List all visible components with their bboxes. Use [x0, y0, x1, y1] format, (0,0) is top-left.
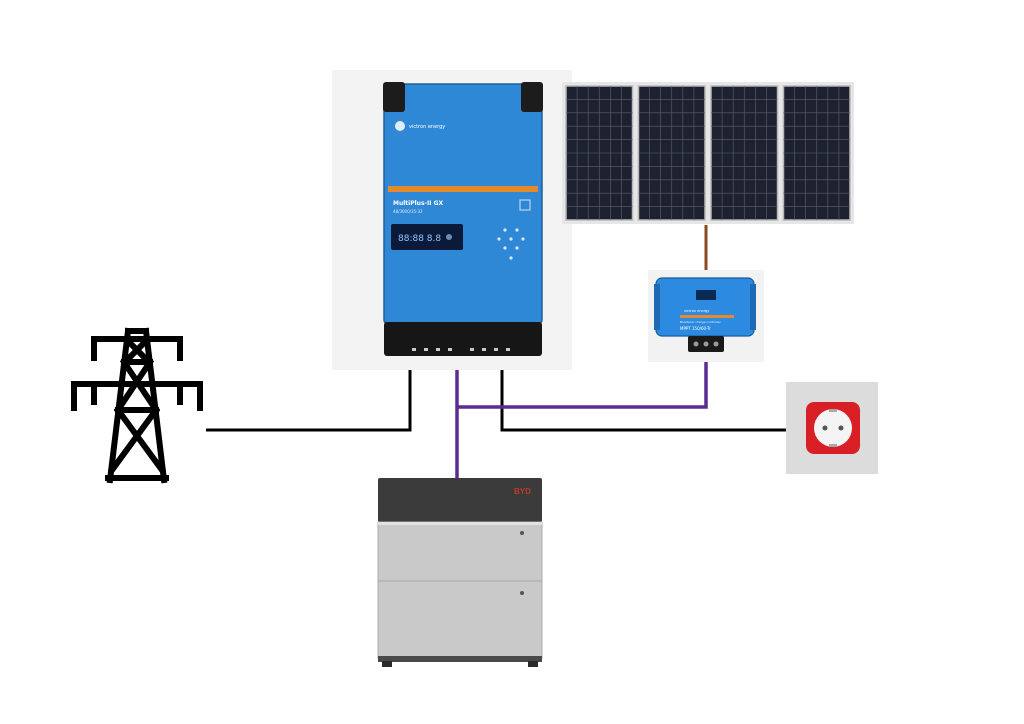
outlet-ground-bottom: [829, 444, 837, 447]
battery-top-module: [378, 478, 542, 522]
inverter-label-icon: [519, 199, 531, 211]
battery-indicator-2: [520, 591, 524, 595]
inverter: victron energy MultiPlus-II GX 48/3000/3…: [332, 70, 572, 370]
battery-foot-left: [382, 661, 392, 667]
solar-array: [562, 82, 854, 224]
battery-indicator-1: [520, 531, 524, 535]
inverter-buttons: [497, 228, 525, 260]
outlet-pin-right: [838, 425, 844, 431]
inverter-bracket-left: [383, 82, 405, 112]
mppt-dc-wire: [457, 350, 708, 409]
battery-base: [378, 656, 542, 662]
charge-controller: victron energy BlueSolar charge controll…: [648, 270, 764, 362]
battery-module-1: [377, 521, 543, 582]
inverter-stripe: [388, 186, 538, 192]
inverter-terminal-block: [384, 322, 542, 356]
charge-controller-title: BlueSolar charge controller: [680, 320, 722, 324]
victron-logo-icon: [395, 121, 405, 131]
power-pylon-icon: [71, 327, 203, 484]
charge-controller-brand: victron energy: [684, 309, 709, 313]
outlet-face: [814, 409, 852, 447]
solar-panel: [637, 85, 706, 221]
solar-panel: [710, 85, 779, 221]
grid-ac-wire: [206, 354, 412, 432]
wiring: [206, 225, 786, 480]
wall-outlet: [786, 382, 878, 474]
inverter-terminals: [412, 348, 510, 351]
inverter-subtitle: 48/3000/35-32: [393, 209, 423, 214]
outlet-ac-wire: [500, 354, 786, 432]
inverter-body: [384, 84, 542, 324]
solar-panel: [565, 85, 634, 221]
charge-controller-model: MPPT 150/60-Tr: [680, 326, 711, 331]
outlet-pin-left: [822, 425, 828, 431]
inverter-brand: victron energy: [409, 124, 445, 130]
inverter-display-value: 88:88 8.8: [398, 234, 441, 244]
inverter-display: [391, 224, 463, 250]
battery-foot-right: [528, 661, 538, 667]
charge-controller-display: [696, 290, 716, 300]
battery-module-2: [377, 580, 543, 659]
charge-controller-body: [656, 278, 754, 336]
charge-controller-fin-right: [750, 284, 756, 330]
inverter-bracket-right: [521, 82, 543, 112]
charge-controller-stripe: [680, 315, 734, 318]
inverter-knob-icon: [446, 234, 452, 240]
charge-controller-fin-left: [654, 284, 660, 330]
battery-brand: BYD: [514, 487, 531, 496]
battery: BYD: [377, 478, 543, 667]
outlet-ground-top: [829, 409, 837, 412]
inverter-model: MultiPlus-II GX: [393, 200, 443, 207]
solar-panel: [782, 85, 851, 221]
